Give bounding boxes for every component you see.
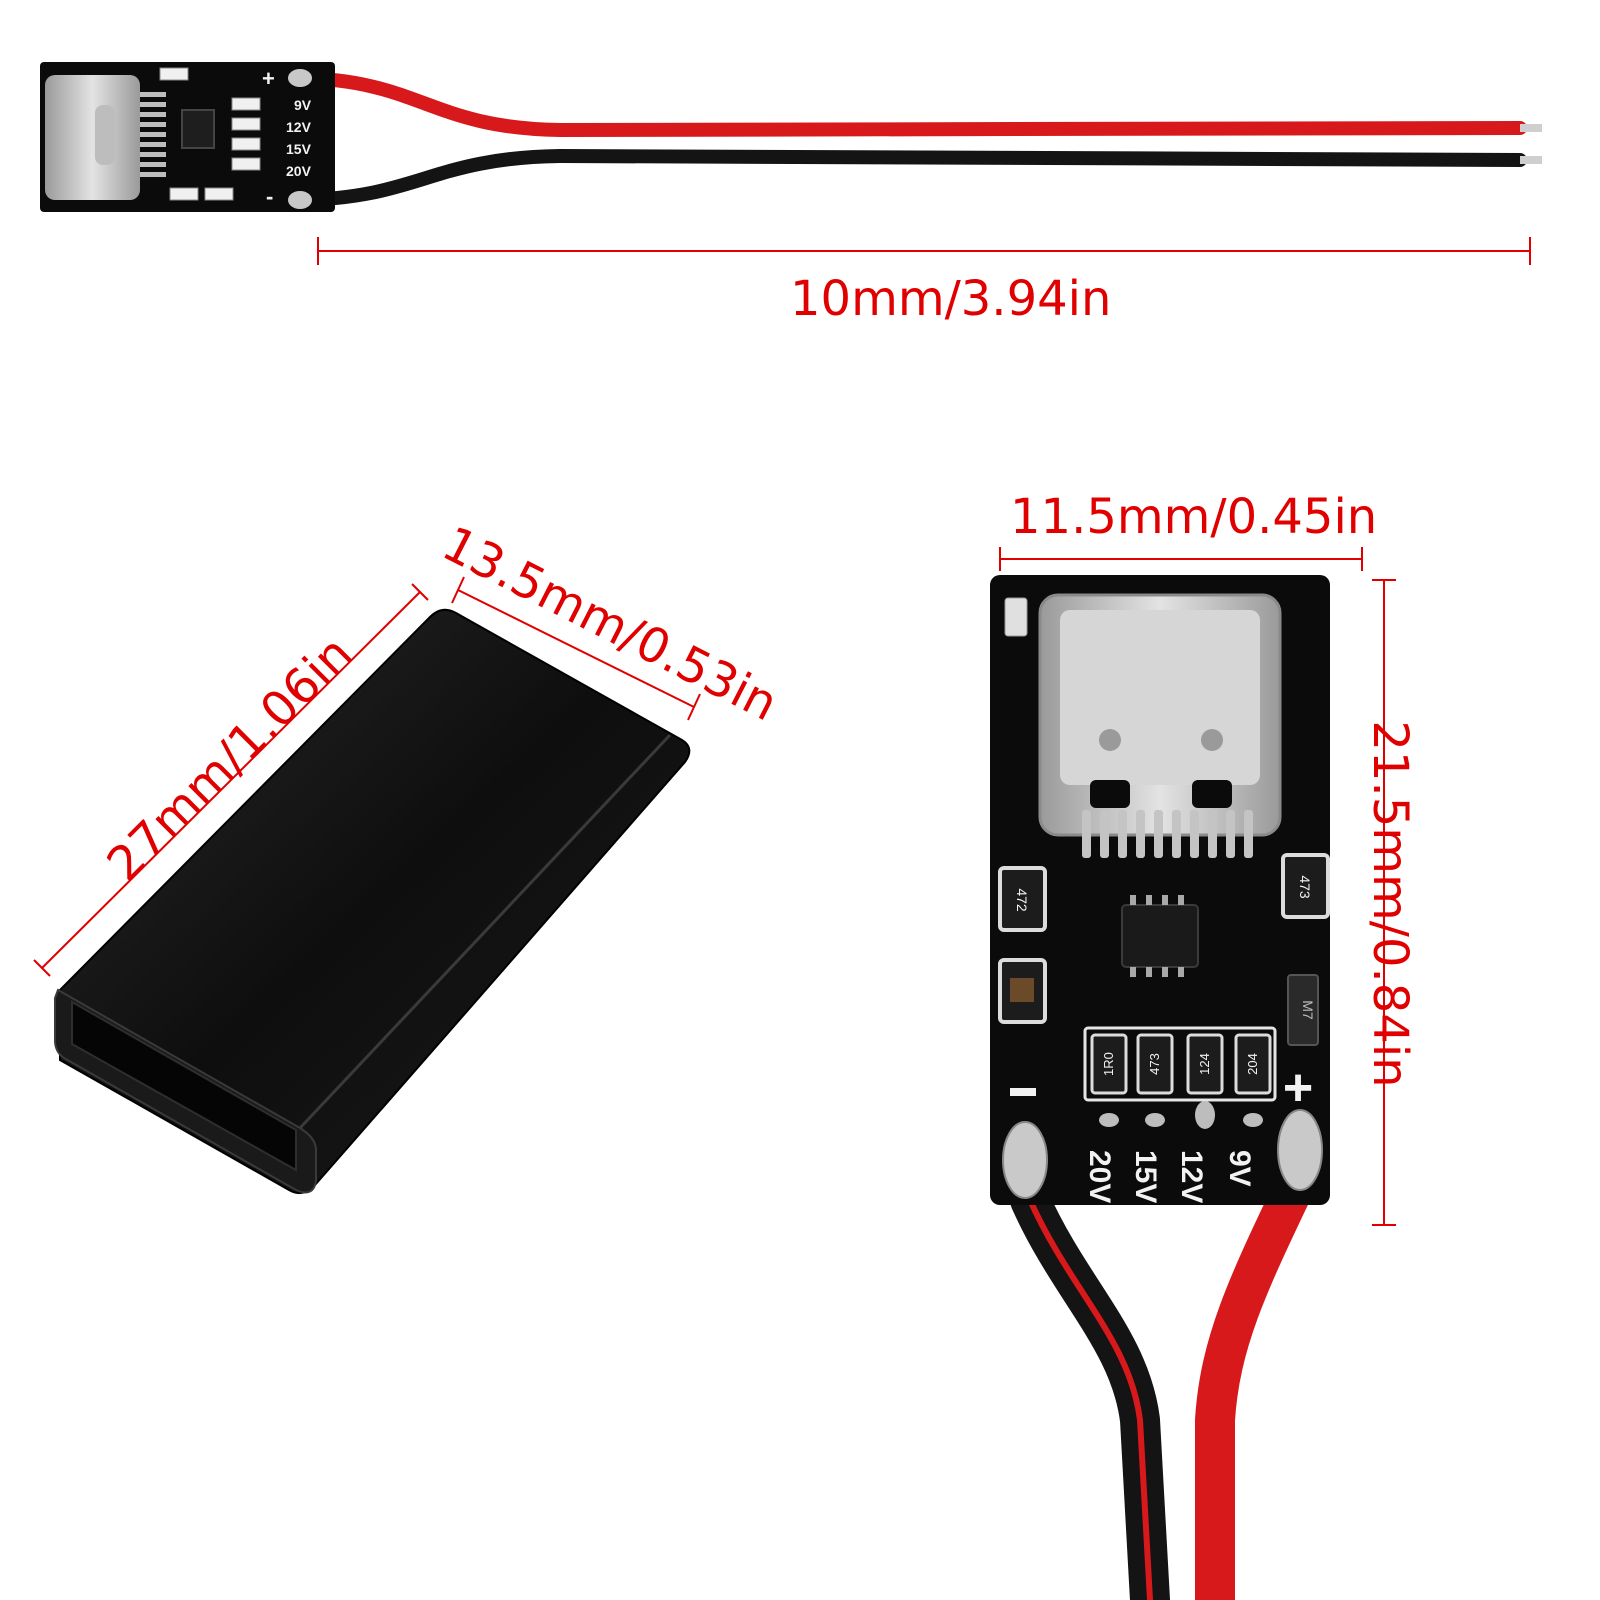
resistor-472-label: 472 [1014, 888, 1030, 912]
small-plus-mark: + [262, 66, 275, 91]
resistor-473-label: 473 [1297, 875, 1313, 899]
board-length-label: 21.5mm/0.84in [1362, 720, 1418, 1088]
board-width-dimension-line [999, 547, 1363, 571]
black-wire-closeup [1010, 1180, 1170, 1600]
label-15v: 15V [1129, 1150, 1162, 1203]
diode-label: M7 [1300, 1000, 1316, 1020]
red-wire-top [293, 71, 1527, 138]
usb-c-port-icon [45, 75, 140, 200]
resistor-1r0-label: 1R0 [1101, 1052, 1116, 1076]
minus-mark [1010, 1088, 1036, 1096]
label-20v: 20V [1083, 1150, 1116, 1203]
resistor-473b-label: 473 [1147, 1053, 1162, 1075]
small-module-with-cable: + - 9V 12V 15V 20V [40, 62, 1542, 212]
plus-mark: + [1283, 1059, 1313, 1117]
small-label-9v: 9V [294, 97, 312, 113]
case-length-dimension-line [33, 583, 429, 977]
cable-dimension-line [317, 237, 1531, 265]
ic-chip-icon [1121, 904, 1199, 968]
label-9v: 9V [1223, 1150, 1256, 1187]
black-wire-tip [1520, 156, 1542, 164]
small-minus-mark: - [266, 184, 273, 209]
resistor-204-label: 204 [1245, 1053, 1260, 1075]
cable-length-label: 10mm/3.94in [790, 271, 1112, 327]
board-closeup: 472 473 M7 1R0 473 124 204 [990, 575, 1330, 1600]
small-label-15v: 15V [286, 141, 312, 157]
ic-chip-icon [181, 109, 215, 149]
red-wire-tip [1520, 124, 1542, 132]
case-opening [71, 1000, 297, 1172]
aluminum-case [54, 608, 691, 1195]
case-body [59, 608, 691, 1195]
black-wire-top [293, 148, 1527, 207]
small-label-20v: 20V [286, 163, 312, 179]
red-wire-closeup [1195, 1155, 1320, 1600]
board-width-label: 11.5mm/0.45in [1010, 489, 1378, 545]
case-width-dimension-line [451, 576, 701, 721]
label-12v: 12V [1175, 1150, 1208, 1203]
small-label-12v: 12V [286, 119, 312, 135]
resistor-124-label: 124 [1197, 1053, 1212, 1075]
board-length-dimension-line [1372, 579, 1396, 1226]
